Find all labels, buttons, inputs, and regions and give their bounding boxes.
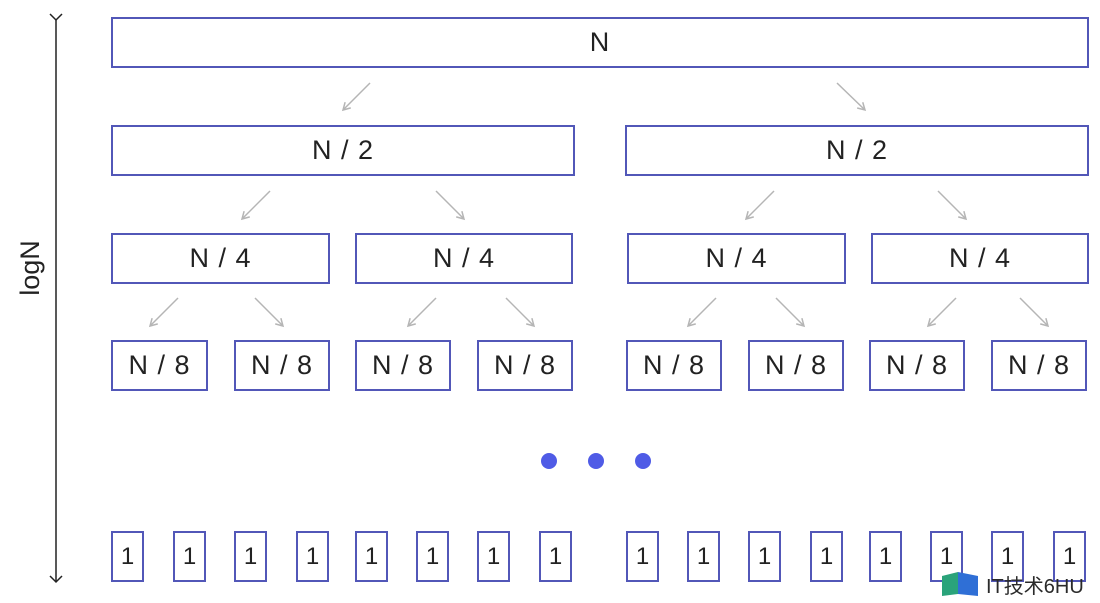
leaf-node-11: 1 xyxy=(748,531,781,582)
ellipsis-dot-2 xyxy=(588,453,604,469)
split-arrow-2-5 xyxy=(686,297,717,328)
leaf-node-1: 1 xyxy=(111,531,144,582)
leaf-node-6: 1 xyxy=(416,531,449,582)
node-level2-3: N / 4 xyxy=(627,233,846,284)
leaf-node-5: 1 xyxy=(355,531,388,582)
split-arrow-2-6 xyxy=(775,297,806,328)
node-level3-4: N / 8 xyxy=(477,340,573,391)
node-level3-3: N / 8 xyxy=(355,340,451,391)
node-level1-1: N / 2 xyxy=(111,125,575,176)
node-level3-7: N / 8 xyxy=(869,340,965,391)
split-arrow-2-1 xyxy=(148,297,179,328)
ellipsis-dot-1 xyxy=(541,453,557,469)
node-level2-2: N / 4 xyxy=(355,233,573,284)
split-arrow-2-8 xyxy=(1019,297,1050,328)
split-arrow-2-7 xyxy=(926,297,957,328)
node-level3-8: N / 8 xyxy=(991,340,1087,391)
node-level2-1: N / 4 xyxy=(111,233,330,284)
leaf-node-4: 1 xyxy=(296,531,329,582)
leaf-node-8: 1 xyxy=(539,531,572,582)
split-arrow-2-2 xyxy=(254,297,285,328)
split-arrow-2-4 xyxy=(505,297,536,328)
leaf-node-10: 1 xyxy=(687,531,720,582)
leaf-node-16: 1 xyxy=(1053,531,1086,582)
arrows-group xyxy=(148,82,1050,328)
node-level0-1: N xyxy=(111,17,1089,68)
node-level2-4: N / 4 xyxy=(871,233,1089,284)
leaf-node-15: 1 xyxy=(991,531,1024,582)
watermark: IT技术6HU xyxy=(940,568,1100,600)
book-logo-icon xyxy=(940,570,980,598)
split-arrow-1-4 xyxy=(937,190,968,221)
split-arrow-0-2 xyxy=(836,82,867,112)
node-level3-5: N / 8 xyxy=(626,340,722,391)
split-arrow-2-3 xyxy=(406,297,437,328)
split-arrow-1-1 xyxy=(240,190,271,221)
ellipsis-dots xyxy=(541,453,651,469)
leaf-node-3: 1 xyxy=(234,531,267,582)
split-arrow-0-1 xyxy=(341,82,371,112)
node-level3-1: N / 8 xyxy=(111,340,208,391)
leaf-node-12: 1 xyxy=(810,531,843,582)
node-level3-6: N / 8 xyxy=(748,340,844,391)
split-arrow-1-3 xyxy=(744,190,775,221)
watermark-text: IT技术6HU xyxy=(986,575,1084,598)
ellipsis-dot-3 xyxy=(635,453,651,469)
node-level3-2: N / 8 xyxy=(234,340,330,391)
leaf-node-13: 1 xyxy=(869,531,902,582)
leaf-node-2: 1 xyxy=(173,531,206,582)
leaf-node-7: 1 xyxy=(477,531,510,582)
leaf-node-9: 1 xyxy=(626,531,659,582)
split-arrow-1-2 xyxy=(435,190,466,221)
node-level1-2: N / 2 xyxy=(625,125,1089,176)
depth-axis-label: logN xyxy=(15,240,45,296)
